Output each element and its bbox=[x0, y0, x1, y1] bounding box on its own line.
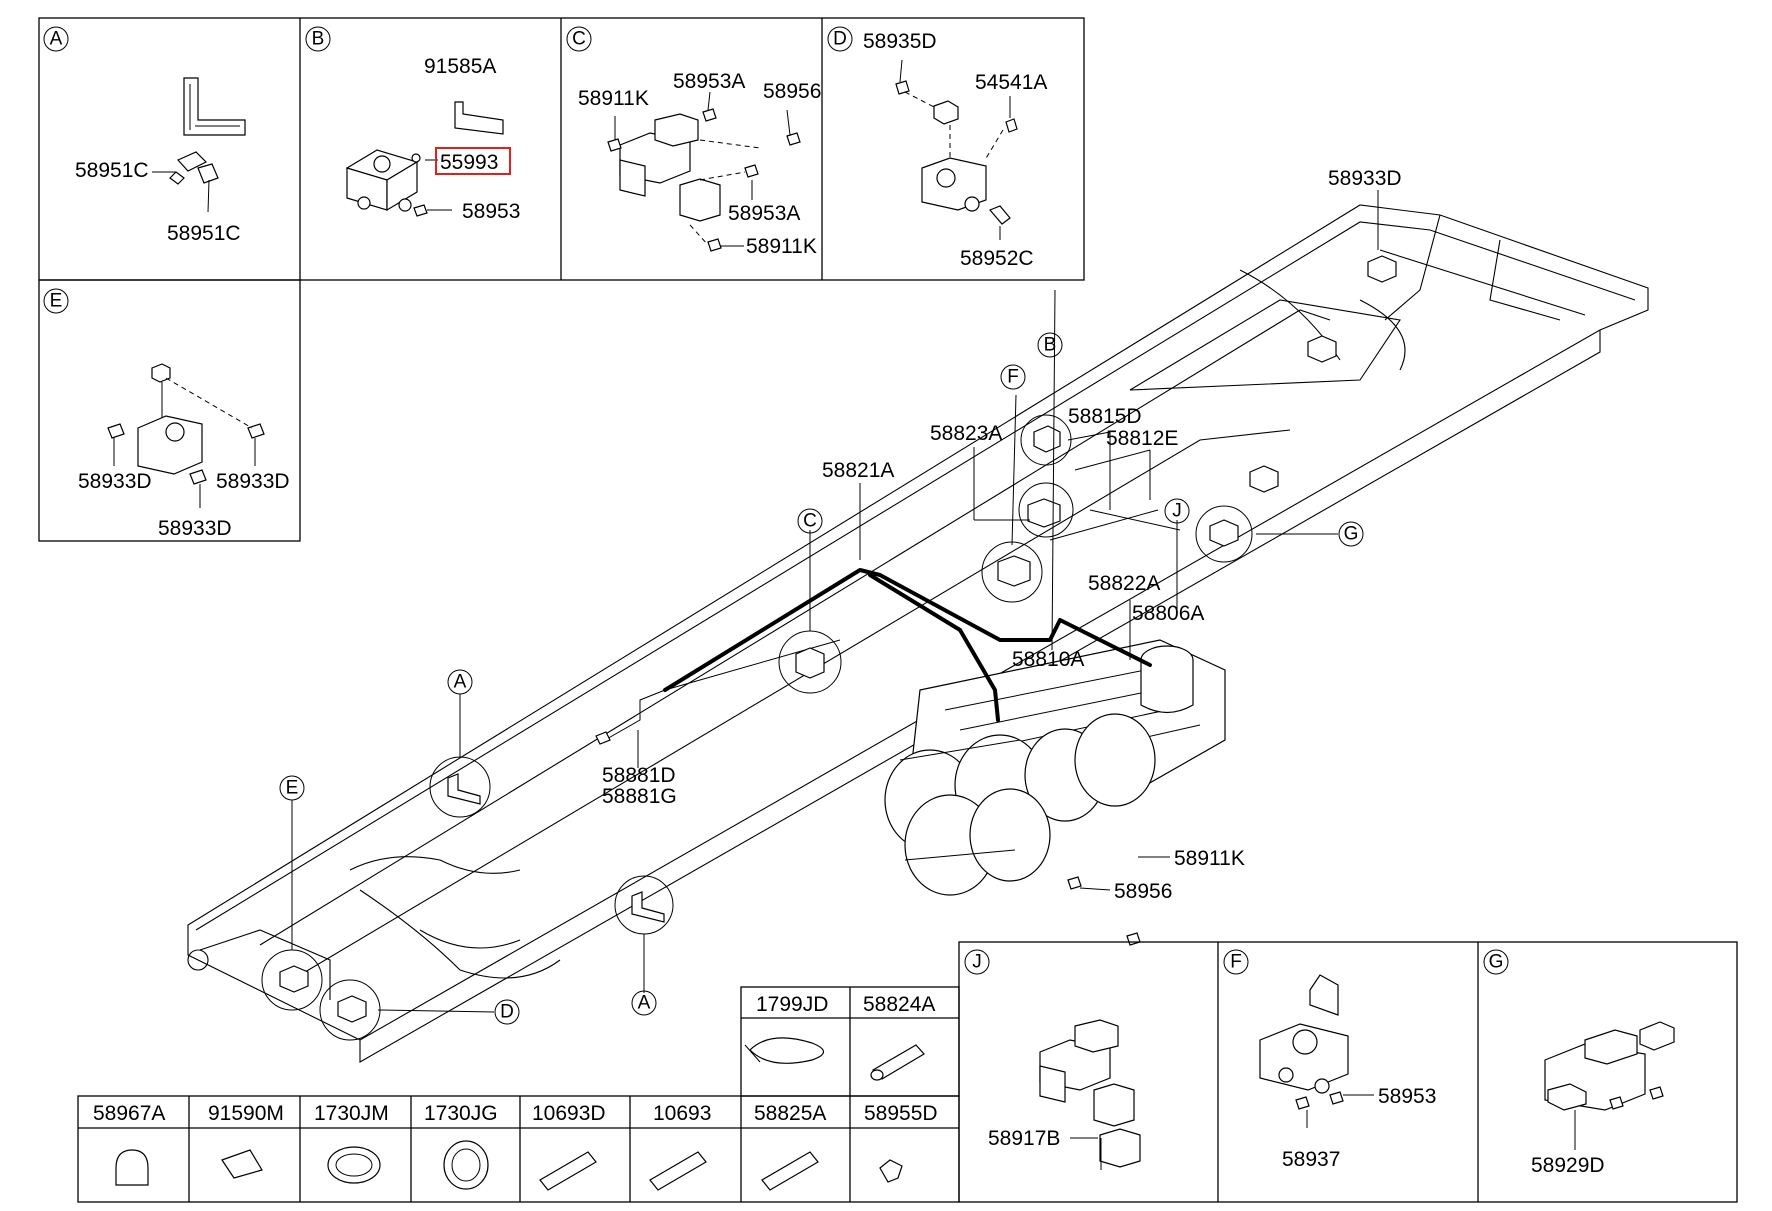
panel-letter: G bbox=[1489, 952, 1504, 973]
part-label: 58953A bbox=[673, 70, 745, 93]
part-label: 58951C bbox=[75, 159, 149, 182]
main-part-labels: 58933D 58815D 58812E 58823A 58821A 58822… bbox=[602, 167, 1402, 903]
panel-letter: A bbox=[50, 29, 63, 50]
chassis-frame-illustration bbox=[187, 204, 1649, 1063]
callout-F: F bbox=[1007, 367, 1019, 388]
table-cell: 58824A bbox=[863, 993, 935, 1016]
part-label: 58952C bbox=[960, 247, 1034, 270]
label-58956: 58956 bbox=[1114, 880, 1172, 903]
table-cell: 58825A bbox=[754, 1102, 826, 1125]
callout-B: B bbox=[1044, 335, 1057, 356]
part-label: 91585A bbox=[424, 55, 496, 78]
panel-letter: F bbox=[1230, 952, 1242, 973]
panel-B: B 91585A 55993 58953 bbox=[305, 26, 520, 223]
label-58823A: 58823A bbox=[930, 422, 1002, 445]
leader-lines bbox=[291, 190, 1379, 1013]
table-cell: 1799JD bbox=[756, 993, 828, 1016]
panel-G: G 58929D bbox=[1483, 949, 1675, 1177]
part-label: 58933D bbox=[216, 470, 290, 493]
callout-C: C bbox=[803, 511, 817, 532]
part-label: 58953A bbox=[728, 202, 800, 225]
label-58881D: 58881D bbox=[602, 764, 676, 787]
bracket-with-fittings-illustration bbox=[152, 77, 246, 213]
part-label: 58953 bbox=[1378, 1085, 1436, 1108]
table-cell: 1730JG bbox=[424, 1102, 498, 1125]
callout-E: E bbox=[286, 778, 299, 799]
relay-valve-with-bracket-illustration bbox=[1259, 974, 1374, 1128]
callout-A: A bbox=[638, 993, 651, 1014]
part-label: 58953 bbox=[462, 200, 520, 223]
table-cell: 91590M bbox=[208, 1102, 284, 1125]
part-label: 58937 bbox=[1282, 1148, 1340, 1171]
dual-valve-assembly-illustration bbox=[607, 91, 801, 252]
highlight-box bbox=[435, 147, 511, 175]
label-58933D: 58933D bbox=[1328, 167, 1402, 190]
callout-G: G bbox=[1344, 524, 1359, 545]
callout-A: A bbox=[454, 672, 467, 693]
inset-panels-top bbox=[38, 17, 1085, 542]
parts-table: 1799JD 58824A 58967A 91590M 1730JM 1730J… bbox=[77, 986, 960, 1203]
part-label: 58956 bbox=[763, 80, 821, 103]
panel-letter: J bbox=[972, 952, 982, 973]
table-cell: 58955D bbox=[864, 1102, 938, 1125]
part-label: 58929D bbox=[1531, 1154, 1605, 1177]
part-label-highlighted: 55993 bbox=[440, 151, 498, 174]
part-label: 58951C bbox=[167, 222, 241, 245]
table-cell: 10693 bbox=[653, 1102, 711, 1125]
label-58815D: 58815D bbox=[1068, 405, 1142, 428]
detail-circles bbox=[261, 255, 1397, 1041]
callout-D: D bbox=[500, 1002, 514, 1023]
panel-F: F 58953 58937 bbox=[1223, 949, 1436, 1171]
label-58810A: 58810A bbox=[1012, 648, 1084, 671]
dual-valve-illustration bbox=[1039, 1019, 1141, 1170]
part-label: 58933D bbox=[78, 470, 152, 493]
label-58812E: 58812E bbox=[1106, 427, 1178, 450]
label-58806A: 58806A bbox=[1132, 602, 1204, 625]
panel-J: J 58917B bbox=[964, 949, 1141, 1170]
table-cell: 58967A bbox=[93, 1102, 165, 1125]
relay-valve-illustration bbox=[345, 101, 504, 217]
label-58821A: 58821A bbox=[822, 459, 894, 482]
part-label: 58933D bbox=[158, 517, 232, 540]
tee-valve-illustration bbox=[107, 363, 265, 508]
panel-A: A 58951C 58951C bbox=[43, 26, 246, 245]
inset-panels-bottom bbox=[958, 941, 1738, 1203]
part-label: 58911K bbox=[746, 235, 817, 258]
part-label: 58917B bbox=[988, 1127, 1060, 1150]
callout-J: J bbox=[1172, 501, 1182, 522]
label-58911K: 58911K bbox=[1174, 847, 1245, 870]
valve-assembly-illustration bbox=[1544, 1021, 1675, 1150]
panel-E: E 58933D 58933D 58933D bbox=[43, 288, 290, 540]
air-lines-illustration bbox=[595, 568, 1152, 745]
label-58881G: 58881G bbox=[602, 785, 677, 808]
quick-release-valve-illustration bbox=[895, 59, 1018, 240]
table-cell: 1730JM bbox=[314, 1102, 389, 1125]
panel-C: C 58911K 58953A 58956 58953A 58911K bbox=[566, 26, 821, 258]
panel-letter: E bbox=[50, 291, 63, 312]
part-label: 58935D bbox=[863, 30, 937, 53]
label-58822A: 58822A bbox=[1088, 572, 1160, 595]
panel-letter: C bbox=[572, 29, 586, 50]
callout-letters: B F J G C A E A D bbox=[279, 332, 1364, 1025]
panel-letter: B bbox=[312, 29, 325, 50]
part-label: 58911K bbox=[578, 87, 649, 110]
table-cell: 10693D bbox=[532, 1102, 606, 1125]
panel-letter: D bbox=[833, 29, 847, 50]
part-label: 54541A bbox=[975, 71, 1047, 94]
panel-D: D 58935D 54541A 58952C bbox=[827, 26, 1047, 270]
